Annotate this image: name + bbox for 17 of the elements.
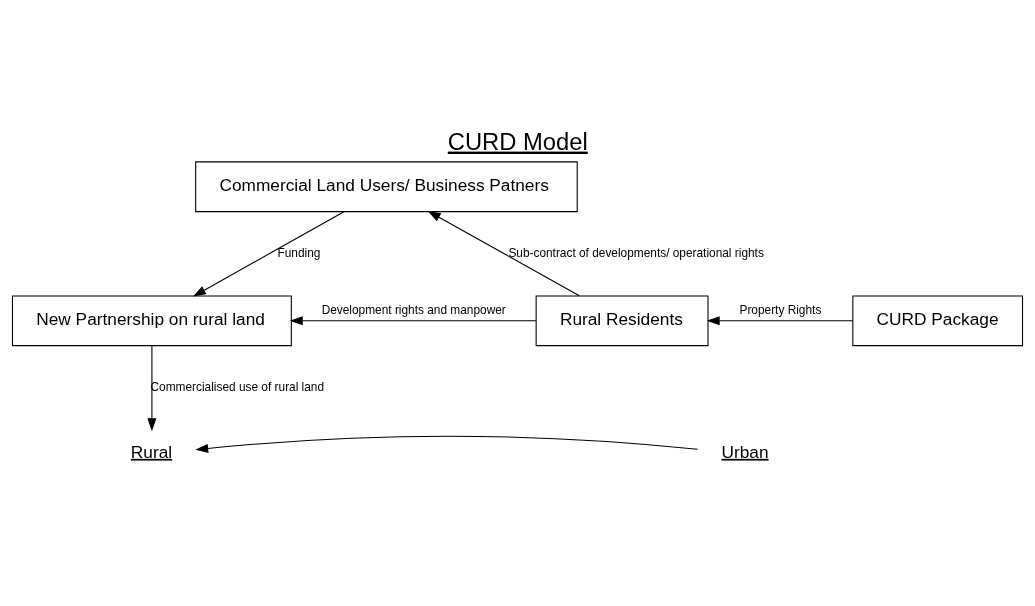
node-box: Rural Residents (535, 294, 709, 346)
edge-label: Property Rights (739, 302, 822, 317)
edge-label: Funding (277, 245, 321, 260)
diagram-title: CURD Model (447, 127, 588, 155)
edge-label: Development rights and manpower (321, 302, 506, 317)
node-text: Urban (721, 441, 769, 462)
arrow (427, 210, 580, 296)
arrow (195, 435, 699, 453)
arrow (147, 344, 157, 431)
edge-label: Sub-contract of developments/ operational rights (508, 245, 764, 260)
node-box: Commercial Land Users/ Business Patners (195, 160, 578, 212)
arrow (289, 315, 537, 325)
arrow (706, 315, 854, 325)
node-box: CURD Package (852, 294, 1024, 346)
node-box: New Partnership on rural land (11, 294, 292, 346)
node-text: Rural (130, 441, 173, 462)
arrow (193, 210, 345, 297)
